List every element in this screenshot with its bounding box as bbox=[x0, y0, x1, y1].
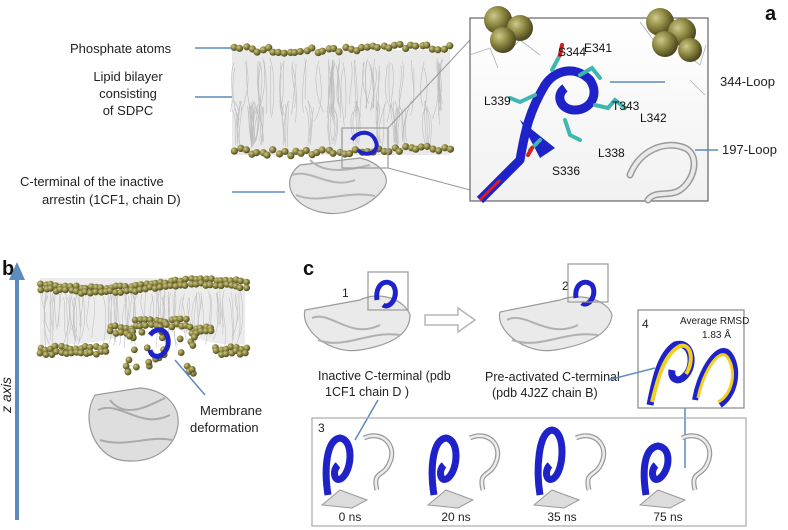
svg-text:C-terminal of the inactive: C-terminal of the inactive bbox=[20, 174, 164, 189]
residue-label: T343 bbox=[612, 99, 640, 113]
protein-ensemble-b bbox=[88, 327, 179, 462]
inactive-label: Inactive C-terminal (pdb bbox=[318, 369, 451, 383]
timepoint-label: 75 ns bbox=[653, 510, 682, 524]
zoom-box-a bbox=[341, 127, 389, 169]
timepoint-snapshot: 0 ns bbox=[320, 433, 395, 524]
membrane-a bbox=[229, 40, 455, 160]
timepoint-label: 0 ns bbox=[339, 510, 362, 524]
svg-text:Phosphate atoms: Phosphate atoms bbox=[70, 41, 172, 56]
svg-text:Lipid bilayer: Lipid bilayer bbox=[93, 69, 163, 84]
preactivated-label: Pre-activated C-terminal bbox=[485, 370, 620, 384]
svg-text:1: 1 bbox=[342, 286, 349, 300]
residue-label: L339 bbox=[484, 94, 511, 108]
svg-text:deformation: deformation bbox=[190, 420, 259, 435]
timepoint-label: 35 ns bbox=[547, 510, 576, 524]
phosphate-label: Phosphate atoms bbox=[70, 41, 232, 56]
residue-label: S336 bbox=[552, 164, 580, 178]
membrane-b bbox=[36, 275, 251, 377]
loop-197-label: 197-Loop bbox=[722, 142, 777, 157]
timepoints-box: 3 0 ns 20 ns 35 ns 75 ns bbox=[311, 417, 747, 527]
svg-text:consisting: consisting bbox=[99, 86, 157, 101]
transition-arrow bbox=[424, 306, 477, 334]
protein-cterminal-a bbox=[289, 39, 471, 214]
residue-label: L342 bbox=[640, 111, 667, 125]
z-axis-label: z axis bbox=[0, 377, 14, 414]
rmsd-value: 1.83 Å bbox=[702, 328, 731, 341]
structure-2: 2 bbox=[498, 263, 613, 352]
residue-label: E341 bbox=[584, 41, 612, 55]
deformation-label: Membrane bbox=[200, 403, 262, 418]
rmsd-title: Average RMSD bbox=[680, 316, 749, 327]
svg-text:of SDPC: of SDPC bbox=[103, 103, 154, 118]
residue-label: L338 bbox=[598, 146, 625, 160]
cterm-label: C-terminal of the inactive arrestin (1CF… bbox=[20, 174, 285, 207]
svg-text:2: 2 bbox=[562, 279, 569, 293]
timepoint-snapshot: 75 ns bbox=[638, 433, 713, 524]
panel-label-b: b bbox=[2, 258, 14, 280]
timepoint-snapshot: 35 ns bbox=[532, 426, 607, 524]
panel-c: c 1 2 4 Average RMSD 1.83 Å bbox=[303, 258, 749, 527]
svg-text:4: 4 bbox=[642, 317, 649, 331]
svg-text:3: 3 bbox=[318, 421, 325, 435]
panel-label-c: c bbox=[303, 258, 314, 280]
inset-4-overlay: 4 Average RMSD 1.83 Å bbox=[637, 309, 749, 409]
panel-a: a Phosphate atoms Lipid bilayer consisti… bbox=[20, 3, 777, 214]
svg-text:(pdb 4J2Z chain B): (pdb 4J2Z chain B) bbox=[492, 386, 598, 400]
svg-text:arrestin (1CF1, chain D): arrestin (1CF1, chain D) bbox=[42, 192, 181, 207]
structure-1: 1 bbox=[303, 271, 411, 352]
residue-label: S344 bbox=[558, 45, 586, 59]
loop-344-label: 344-Loop bbox=[720, 74, 775, 89]
panel-label-a: a bbox=[765, 3, 777, 25]
timepoint-label: 20 ns bbox=[441, 510, 470, 524]
bilayer-label: Lipid bilayer consisting of SDPC bbox=[93, 69, 232, 118]
timepoint-snapshot: 20 ns bbox=[426, 433, 501, 524]
panel-b: b z axis Membrane deformation bbox=[0, 258, 262, 520]
svg-text:1CF1 chain D ): 1CF1 chain D ) bbox=[325, 385, 409, 399]
